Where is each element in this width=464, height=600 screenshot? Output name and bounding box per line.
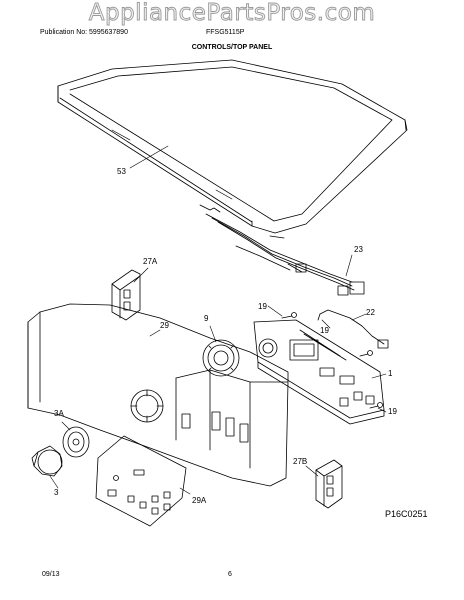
dial-ring-9-part — [202, 339, 240, 377]
publication-number: Publication No: 5995637890 — [40, 29, 128, 36]
control-console-part — [27, 303, 289, 487]
bracket-27a-part — [111, 269, 141, 321]
callout-27a: 27A — [143, 257, 158, 266]
callout-19-top: 19 — [258, 302, 267, 311]
overlay-29a-part — [95, 435, 187, 527]
bracket-27b-part — [315, 459, 343, 509]
wire-harness-part — [199, 204, 365, 296]
knob-ring-3a-part — [62, 426, 90, 458]
callout-3a: 3A — [54, 409, 64, 418]
screw-parts — [281, 312, 383, 409]
callout-22: 22 — [366, 308, 375, 317]
knob-3-part — [31, 445, 63, 477]
control-board-part — [253, 319, 385, 425]
callout-27b: 27B — [293, 457, 308, 466]
callout-53: 53 — [117, 167, 126, 176]
callout-leader-lines — [49, 145, 387, 495]
watermark-text: AppliancePartsPros.com — [88, 0, 376, 26]
callout-19-mid: 19 — [320, 326, 329, 335]
model-number: FFSG5115P — [206, 29, 245, 36]
top-panel-part — [57, 59, 408, 234]
section-title: CONTROLS/TOP PANEL — [191, 44, 273, 51]
diagram-code: P16C0251 — [385, 509, 428, 519]
callout-23: 23 — [354, 245, 363, 254]
callout-29: 29 — [160, 321, 169, 330]
callout-1: 1 — [388, 369, 393, 378]
wire-22-part — [317, 309, 389, 349]
callout-9: 9 — [204, 314, 209, 323]
footer-date: 09/13 — [42, 571, 60, 578]
footer-page-number: 6 — [228, 571, 232, 578]
callout-29a: 29A — [192, 496, 207, 505]
callout-19-bottom: 19 — [388, 407, 397, 416]
callout-3: 3 — [54, 488, 59, 497]
